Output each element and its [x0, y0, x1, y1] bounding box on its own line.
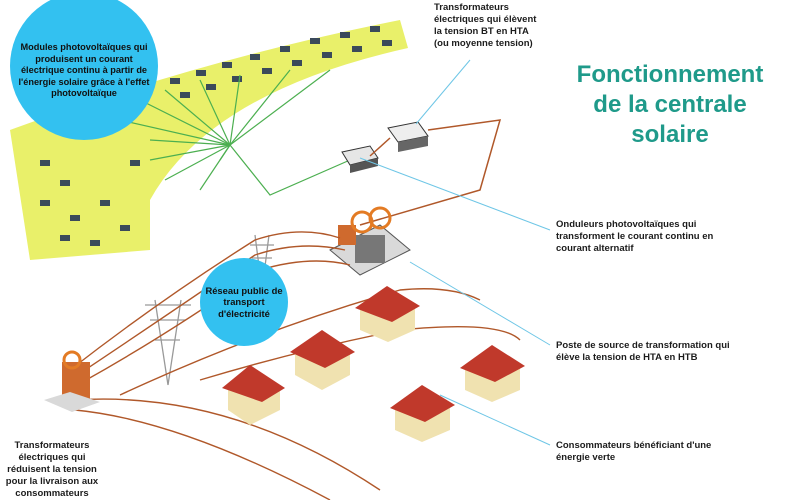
title-line-3: solaire: [631, 121, 709, 148]
substation: [329, 206, 411, 276]
transfo-down-label: Transformateurs électriques qui réduisen…: [5, 440, 99, 499]
house: [290, 330, 355, 390]
consommateurs-label: Consommateurs bénéficiant d'une énergie …: [556, 440, 712, 463]
collector-cables: [119, 69, 351, 196]
house: [460, 345, 525, 402]
title-line-2: de la centrale: [593, 91, 747, 118]
distribution-transformer: [44, 350, 100, 412]
page-title: Fonctionnement de la centrale solaire: [540, 60, 800, 150]
power-cable: [369, 137, 391, 157]
house: [390, 385, 455, 442]
reseau-bubble: Réseau public de transport d'électricité: [200, 258, 288, 346]
title-line-1: Fonctionnement: [576, 61, 764, 88]
power-cable: [359, 119, 502, 226]
house: [355, 286, 420, 342]
transformer-box: [387, 121, 429, 152]
reseau-label: Réseau public de transport d'électricité: [205, 284, 283, 319]
poste-label: Poste de source de transformation qui él…: [556, 340, 730, 363]
modules-label: Modules photovoltaïques qui produisent u…: [18, 42, 150, 99]
transmission-cables: [67, 231, 521, 500]
modules-bubble: Modules photovoltaïques qui produisent u…: [10, 0, 158, 140]
houses: [222, 286, 525, 442]
onduleur-box: [341, 145, 379, 173]
leader-lines: [359, 59, 551, 446]
onduleurs-label: Onduleurs photovoltaïques qui transforme…: [556, 219, 714, 254]
house: [222, 365, 285, 425]
transfo-up-label: Transformateurs électriques qui élèvent …: [434, 2, 537, 49]
